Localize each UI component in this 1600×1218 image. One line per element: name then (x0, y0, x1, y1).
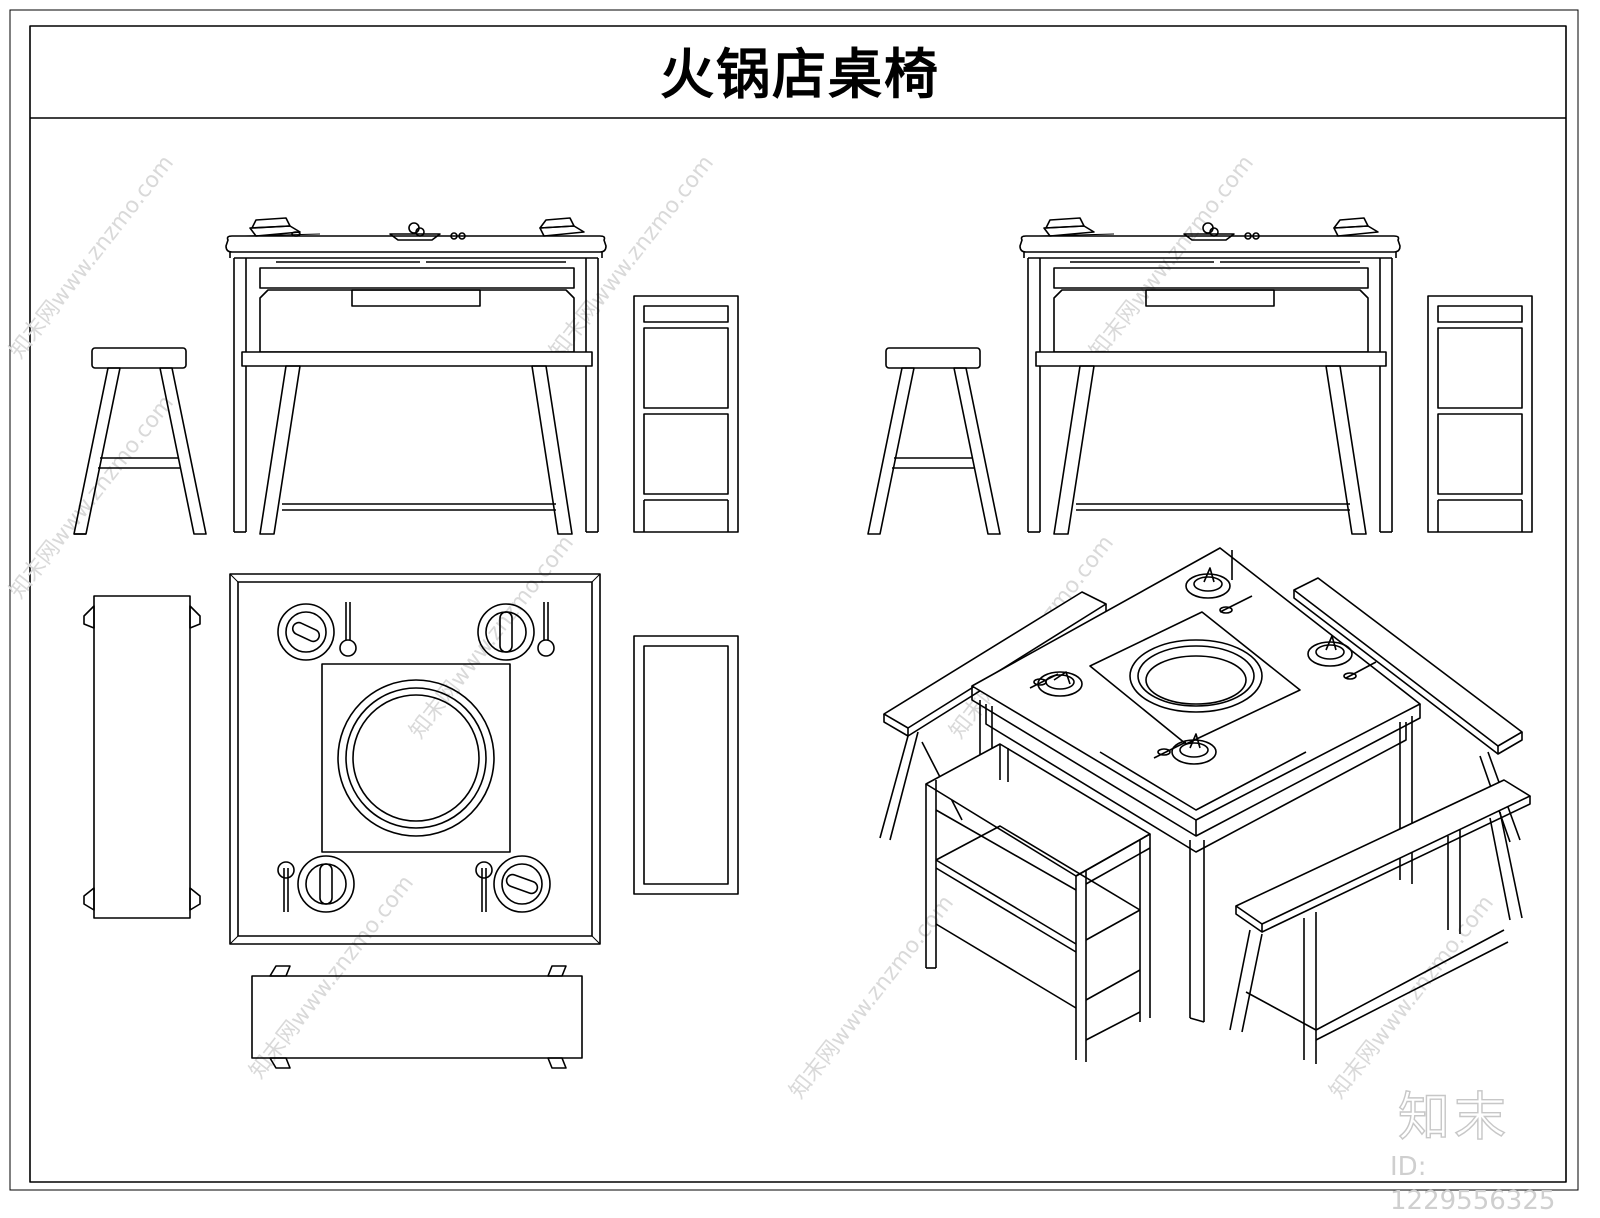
plan-view (83, 573, 739, 1069)
watermark-text: 知末网www.znzmo.com (405, 531, 579, 744)
shelf-side-left (633, 295, 739, 533)
bench-plan-left (83, 595, 201, 919)
iso-bench-front-right (1229, 779, 1531, 1064)
bench-plan-bottom (251, 965, 583, 1069)
shelf-plan-right (633, 635, 739, 895)
front-elevation-right (867, 217, 1533, 535)
page-title: 火锅店桌椅 (660, 43, 940, 106)
place-setting (477, 602, 555, 661)
watermark-text: 知末网www.znzmo.com (5, 151, 179, 364)
drawing-frame (9, 9, 1579, 1191)
stool-front-left (73, 347, 207, 535)
watermark-brand: 知末 (1397, 1087, 1511, 1148)
watermark-text: 知末网www.znzmo.com (1325, 891, 1499, 1104)
place-setting (475, 855, 551, 913)
watermark-text: 知末网www.znzmo.com (5, 391, 179, 604)
place-setting (277, 602, 357, 661)
iso-shelf-cart (925, 743, 1151, 1062)
watermark-id: ID: 1229556325 (1390, 1152, 1556, 1216)
isometric-view (879, 547, 1531, 1064)
place-setting (277, 855, 355, 913)
iso-tableware (1029, 567, 1377, 765)
watermark-text: 知末网www.znzmo.com (785, 891, 959, 1104)
front-elevation-left (225, 217, 607, 535)
